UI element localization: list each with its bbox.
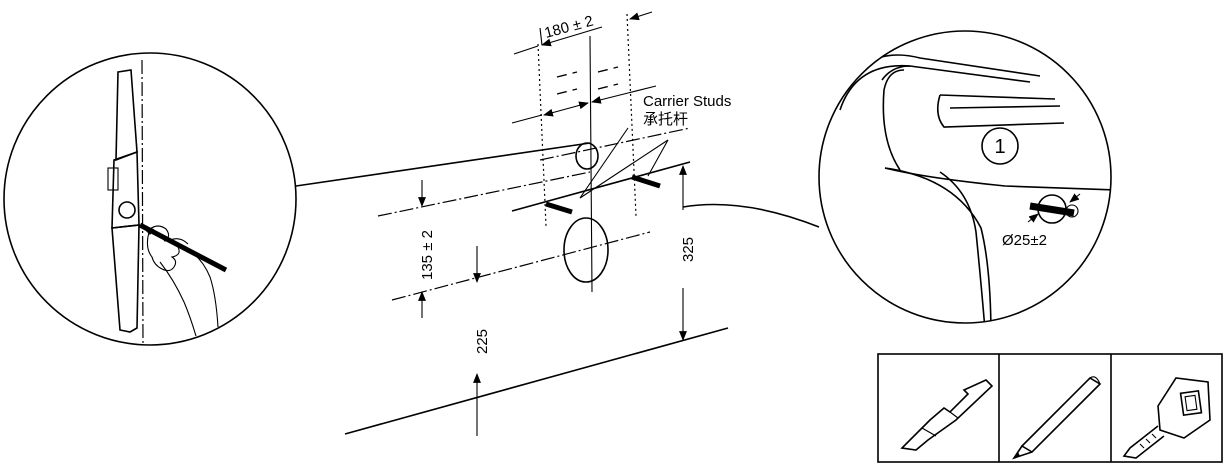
left-detail-circle	[3, 52, 297, 346]
pencil-icon	[1012, 376, 1102, 460]
tape-measure-icon	[1122, 377, 1211, 459]
right-detail-circle	[818, 30, 1112, 324]
dim-lower-height-label: 225	[474, 329, 491, 354]
hole-diameter-label: Ø25±2	[1002, 232, 1047, 249]
dim-stud-spacing	[511, 85, 657, 124]
detail-number: 1	[994, 136, 1005, 158]
central-layout	[344, 13, 729, 435]
right-leader-line	[682, 203, 820, 228]
tools-panel	[877, 353, 1223, 463]
carrier-studs-label-zh: 承托杆	[643, 111, 688, 128]
left-leader-line	[295, 142, 591, 187]
carrier-studs-label: Carrier Studs	[643, 93, 731, 110]
dim-top-width	[513, 11, 653, 55]
dim-right-height-label: 325	[680, 237, 697, 262]
utility-knife-icon	[900, 379, 994, 451]
dim-vertical-spacing-label: 135 ± 2	[419, 230, 436, 280]
detail-number-circle	[981, 127, 1019, 165]
